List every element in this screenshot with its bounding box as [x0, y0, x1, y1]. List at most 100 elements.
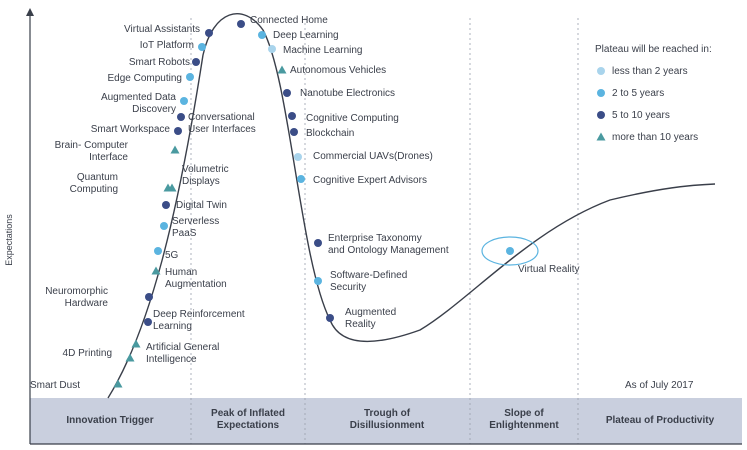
technology-label-line: Virtual Assistants: [124, 24, 200, 35]
circle-marker-icon: [192, 58, 200, 66]
technology-item: Cognitive Expert Advisors: [297, 175, 427, 186]
technology-item: 4D Printing: [63, 348, 135, 362]
legend-title: Plateau will be reached in:: [595, 44, 712, 55]
technology-label-line: Cognitive Computing: [306, 113, 399, 124]
technology-label-line: Commercial UAVs(Drones): [313, 151, 433, 162]
legend-item: less than 2 years: [597, 66, 688, 77]
circle-marker-icon: [268, 45, 276, 53]
phase-label-line: Enlightenment: [489, 420, 559, 431]
technology-label: 5G: [165, 250, 179, 261]
technology-item: Edge Computing: [108, 73, 194, 84]
technology-item: Commercial UAVs(Drones): [294, 151, 433, 162]
phase-label-line: Disillusionment: [350, 420, 425, 431]
circle-marker-icon: [145, 293, 153, 301]
triangle-marker-icon: [163, 183, 173, 192]
circle-marker-icon: [326, 314, 334, 322]
technology-item: Digital Twin: [162, 200, 227, 211]
technology-label-line: Hardware: [65, 298, 109, 309]
technology-label: 4D Printing: [63, 348, 112, 359]
technology-label-line: Edge Computing: [108, 73, 183, 84]
circle-marker-icon: [283, 89, 291, 97]
legend-item: 5 to 10 years: [597, 110, 670, 121]
triangle-marker-icon: [277, 65, 287, 74]
phase-label: Innovation Trigger: [66, 415, 153, 426]
technology-label-line: and Ontology Management: [328, 245, 449, 256]
hype-curve: [107, 13, 716, 399]
technology-label: Cognitive Expert Advisors: [313, 175, 427, 186]
circle-marker-icon: [237, 20, 245, 28]
technology-item: Blockchain: [290, 128, 354, 139]
technology-label-line: Deep Learning: [273, 30, 339, 41]
technology-label-line: User Interfaces: [188, 124, 256, 135]
technology-label-line: Computing: [70, 184, 118, 195]
technology-label-line: Cognitive Expert Advisors: [313, 175, 427, 186]
technology-label: Smart Dust: [30, 380, 80, 391]
technology-label: Virtual Reality: [518, 264, 580, 275]
phase-label-line: Trough of: [364, 408, 411, 419]
technology-label-line: Deep Reinforcement: [153, 309, 245, 320]
technology-label-line: Smart Dust: [30, 380, 80, 391]
phase-label: Plateau of Productivity: [606, 415, 715, 426]
technology-label-line: Volumetric: [182, 164, 229, 175]
technology-label-line: Conversational: [188, 112, 255, 123]
technology-label-line: Autonomous Vehicles: [290, 65, 386, 76]
technology-item: Connected Home: [237, 15, 328, 28]
technology-label: Autonomous Vehicles: [290, 65, 386, 76]
technology-label: Machine Learning: [283, 45, 363, 56]
phase-label-line: Expectations: [217, 420, 280, 431]
technology-item: Smart Workspace: [91, 124, 182, 135]
circle-marker-icon: [290, 128, 298, 136]
circle-marker-icon: [144, 318, 152, 326]
technology-label-line: Human: [165, 267, 197, 278]
technology-label: Commercial UAVs(Drones): [313, 151, 433, 162]
phase-label-line: Innovation Trigger: [66, 415, 153, 426]
technology-item: 5G: [154, 247, 179, 261]
circle-marker-icon: [205, 29, 213, 37]
y-axis-arrow: [26, 8, 34, 16]
circle-marker-icon: [258, 31, 266, 39]
circle-marker-icon: [506, 247, 514, 255]
technology-item: Smart Robots: [129, 57, 200, 68]
circle-marker-icon: [154, 247, 162, 255]
legend-item: more than 10 years: [596, 132, 698, 143]
technology-label-line: Discovery: [132, 104, 176, 115]
technology-label-line: Neuromorphic: [45, 286, 108, 297]
technology-label-line: Brain- Computer: [55, 140, 129, 151]
circle-marker-icon: [597, 111, 605, 119]
technology-label-line: Artificial General: [146, 342, 219, 353]
technology-label-line: Security: [330, 282, 366, 293]
triangle-marker-icon: [170, 145, 180, 154]
technology-label: Virtual Assistants: [124, 24, 200, 35]
circle-marker-icon: [314, 277, 322, 285]
circle-marker-icon: [180, 97, 188, 105]
technology-label: Smart Workspace: [91, 124, 171, 135]
highlight-ellipse: [481, 236, 539, 266]
legend: Plateau will be reached in: less than 2 y…: [595, 44, 712, 143]
technology-label-line: Augmented: [345, 307, 396, 318]
technology-item: Machine Learning: [268, 45, 363, 56]
